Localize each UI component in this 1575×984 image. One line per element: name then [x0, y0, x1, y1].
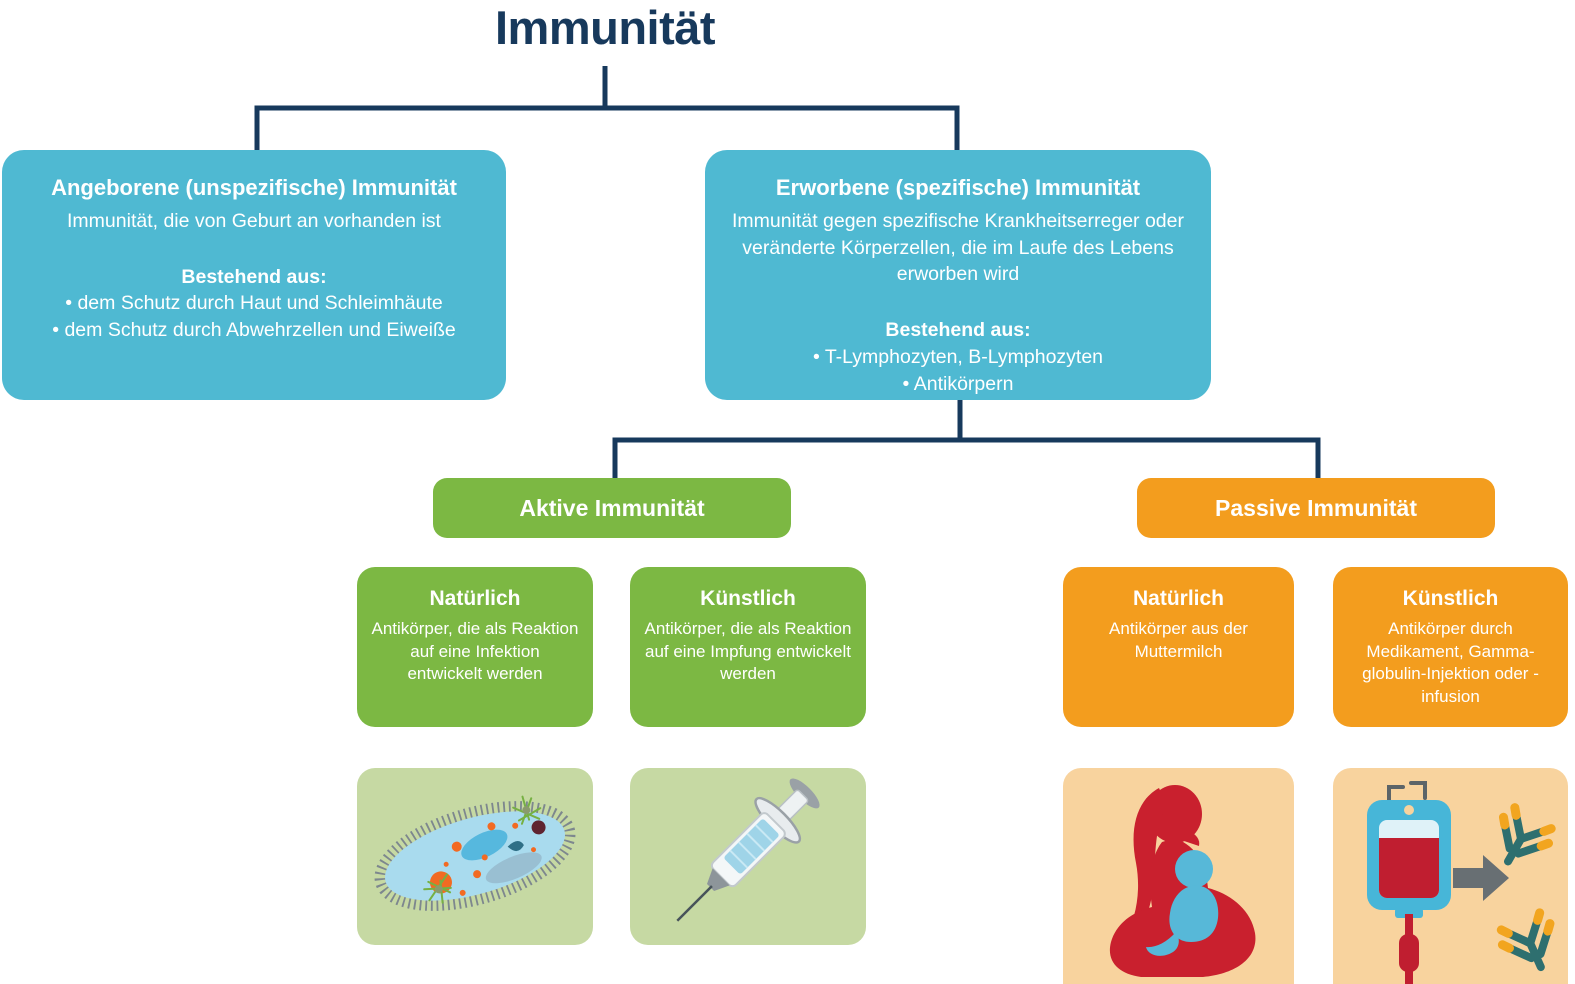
innate-list-item: • dem Schutz durch Haut und Schleimhäute: [65, 292, 443, 315]
active-natural-card: Natürlich Antikörper, die als Reaktion a…: [357, 567, 593, 727]
passive-artificial-illustration-box: [1333, 768, 1568, 984]
passive-artificial-title: Künstlich: [1402, 587, 1499, 610]
arrow-right-icon: [1453, 855, 1509, 901]
acquired-immunity-subtitle: Immunität gegen spezifische Krankheitser…: [732, 209, 1184, 286]
breastfeeding-illustration: [1109, 785, 1256, 977]
active-natural-illustration-box: [357, 768, 593, 945]
active-immunity-label: Aktive Immunität: [519, 494, 705, 521]
acquired-list-item: • T-Lymphozyten, B-Lymphozyten: [812, 346, 1104, 369]
passive-artificial-body: Antikörper durch Medikament, Gamma-globu…: [1362, 619, 1539, 706]
page-title: Immunität: [494, 1, 716, 54]
innate-immunity-subtitle: Immunität, die von Geburt an vorhanden i…: [67, 209, 441, 232]
innate-list-header: Bestehend aus:: [181, 265, 327, 288]
blood-bag-icon: [1367, 800, 1451, 984]
innate-list-item: • dem Schutz durch Abwehrzellen und Eiwe…: [52, 319, 456, 342]
microbe-illustration: [374, 795, 576, 911]
passive-natural-card: Natürlich Antikörper aus der Muttermilch: [1063, 567, 1294, 727]
passive-immunity-header: Passive Immunität: [1137, 478, 1495, 538]
passive-artificial-card: Künstlich Antikörper durch Medikament, G…: [1333, 567, 1568, 727]
acquired-immunity-title: Erworbene (spezifische) Immunität: [775, 175, 1141, 200]
antibody-icon: [1496, 908, 1555, 972]
active-artificial-title: Künstlich: [700, 587, 796, 610]
iv-hook-icon: [1387, 781, 1427, 802]
blood-infusion-antibody-illustration: [1367, 781, 1556, 984]
active-artificial-body: Antikörper, die als Reaktion auf eine Im…: [644, 619, 852, 684]
syringe-illustration: [676, 778, 820, 922]
innate-immunity-title: Angeborene (unspezifische) Immunität: [51, 175, 457, 200]
active-artificial-illustration-box: [630, 768, 866, 945]
active-natural-body: Antikörper, die als Reaktion auf eine In…: [371, 619, 579, 684]
active-immunity-header: Aktive Immunität: [433, 478, 791, 538]
passive-natural-illustration-box: [1063, 768, 1294, 984]
acquired-list-item: • Antikörpern: [902, 373, 1014, 396]
passive-natural-body: Antikörper aus der Muttermilch: [1109, 619, 1248, 661]
active-artificial-card: Künstlich Antikörper, die als Reaktion a…: [630, 567, 866, 727]
active-natural-title: Natürlich: [429, 587, 521, 610]
innate-immunity-box: Angeborene (unspezifische) Immunität Imm…: [2, 150, 506, 400]
antibody-icon: [1498, 803, 1556, 866]
passive-natural-title: Natürlich: [1132, 587, 1224, 610]
acquired-immunity-box: Erworbene (spezifische) Immunität Immuni…: [705, 150, 1211, 400]
passive-immunity-label: Passive Immunität: [1215, 494, 1417, 521]
acquired-list-header: Bestehend aus:: [885, 319, 1031, 342]
